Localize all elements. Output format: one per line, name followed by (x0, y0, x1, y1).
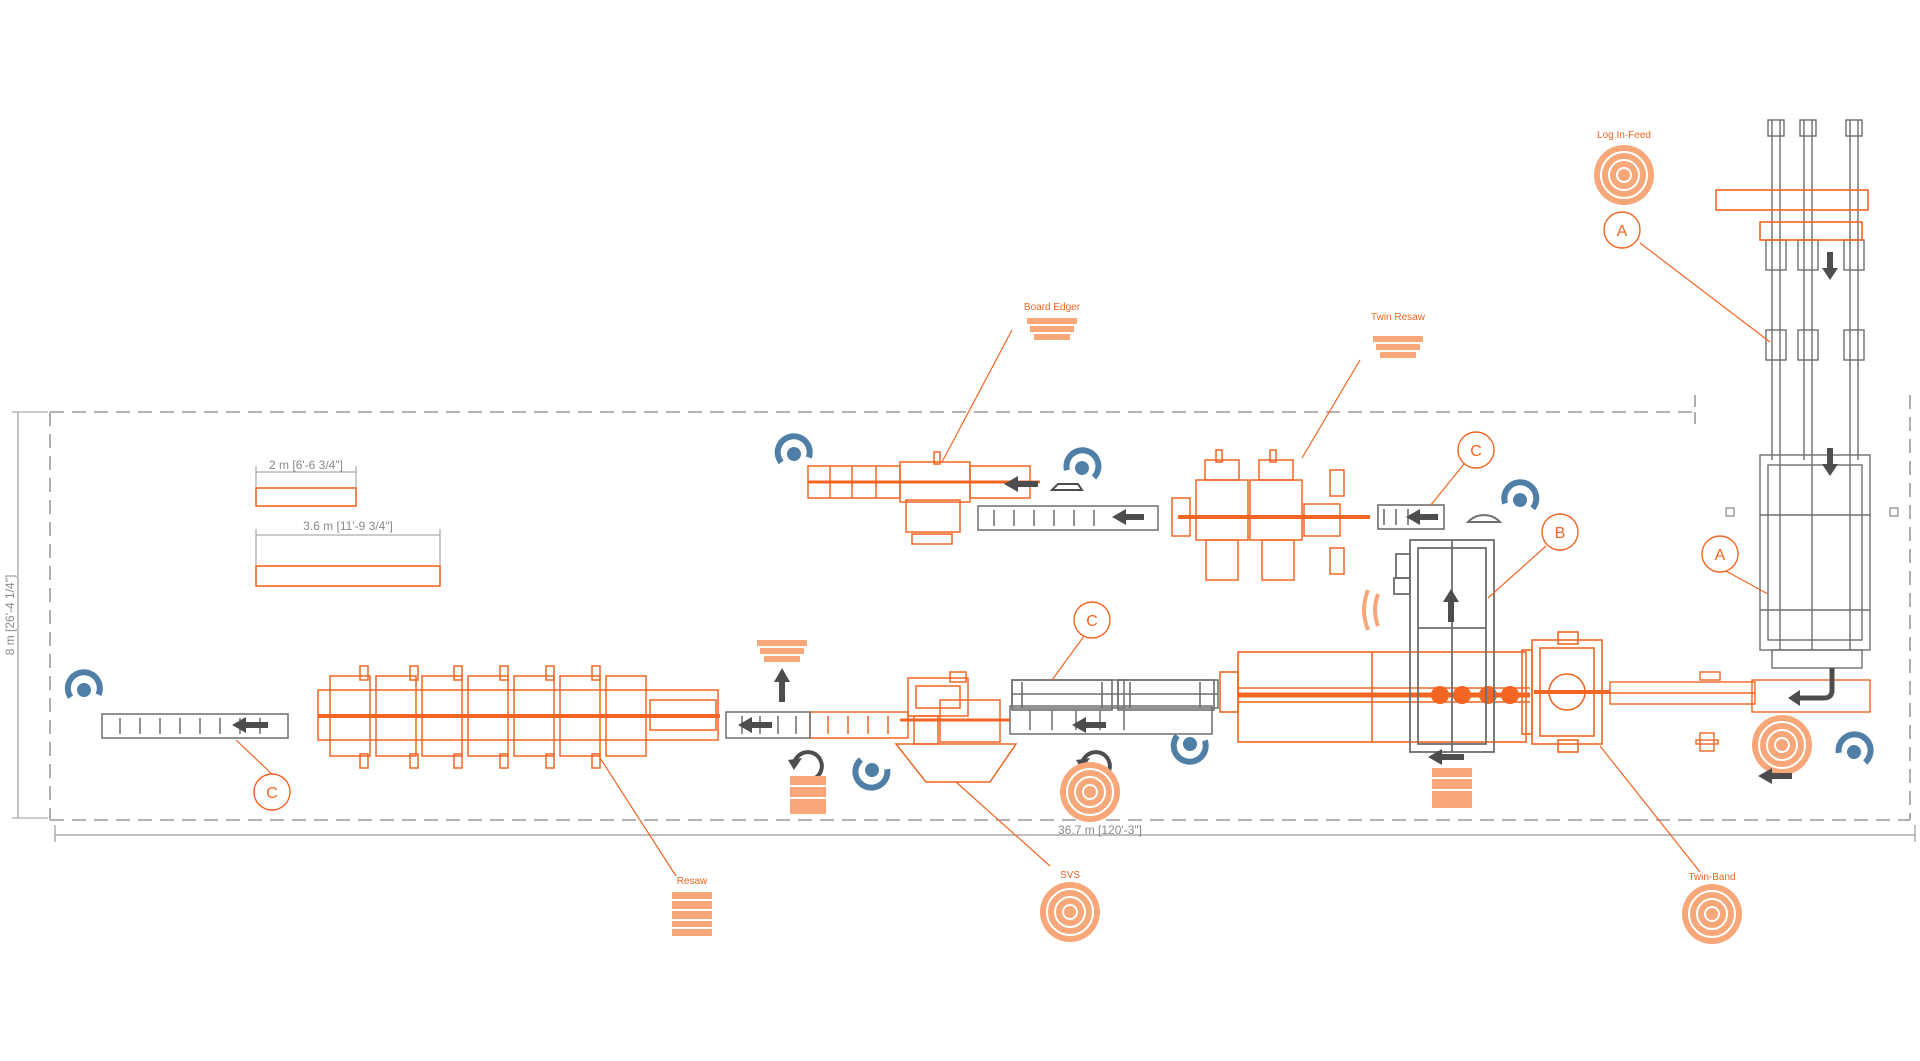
board-icon (1049, 483, 1084, 491)
up-arrow-icon (774, 668, 790, 702)
callout-a-lower: A (1701, 535, 1769, 595)
twin-resaw-infeed-conveyor (977, 505, 1159, 531)
twin-band-rolls (1431, 686, 1519, 704)
slab-stack (790, 776, 826, 814)
resaw-label: Resaw (677, 876, 708, 887)
rotate-icon (1503, 480, 1539, 510)
left-arrow-icon (1004, 476, 1038, 492)
turn-arrow-icon (1800, 668, 1835, 701)
small-clamp-icon (1695, 732, 1719, 752)
rotate-icon (1837, 730, 1876, 764)
left-arrow-icon (1112, 509, 1144, 525)
svg-text:C: C (266, 785, 278, 802)
overall-width-text: 8 m [26'-4 1/4"] (3, 575, 17, 656)
scale-bar-2m: 2 m [6'-6 3/4"] (255, 458, 357, 507)
rotate-icon (67, 671, 101, 698)
callout-b: B (1487, 513, 1579, 599)
left-arrow-icon (1406, 509, 1438, 525)
twin-band-leader: Twin-Band (1599, 745, 1743, 945)
overall-length-dimension: 36.7 m [120'-3"] (54, 823, 1916, 842)
callout-a-upper: A (1603, 211, 1771, 343)
svg-text:C: C (1086, 613, 1098, 630)
svg-text:B: B (1555, 525, 1566, 542)
log-in-feed-label-group: Log In-Feed (1593, 130, 1655, 206)
twin-band-label: Twin-Band (1688, 872, 1735, 883)
rotate-ccw-icon (788, 750, 824, 783)
left-arrow-icon (1428, 749, 1464, 765)
twin-resaw-machine (1171, 449, 1370, 581)
site-boundary (49, 395, 1911, 821)
cant-half-icon (1465, 514, 1503, 523)
svs-leader: SVS (955, 781, 1101, 943)
log-infeed-deck (1759, 119, 1871, 669)
infeed-marker-right (1889, 507, 1899, 517)
svg-text:A: A (1617, 223, 1628, 240)
left-arrow-head (1788, 690, 1800, 706)
callout-c-lower: C (235, 739, 291, 811)
callout-c-middle: C (1051, 601, 1111, 681)
log-end-svs (1059, 761, 1121, 823)
svg-text:C: C (1470, 443, 1482, 460)
callout-c-upper: C (1429, 431, 1495, 507)
rotate-icon (851, 758, 890, 792)
svs-gantry (1011, 679, 1215, 711)
left-arrow-icon (1758, 768, 1792, 784)
scale-2m-text: 2 m [6'-6 3/4"] (269, 458, 343, 472)
log-end-infeed (1751, 714, 1813, 776)
twin-resaw-label: Twin Resaw (1371, 312, 1426, 323)
svs-machine (894, 671, 1018, 783)
slab-stack (1432, 768, 1472, 808)
scale-36m-text: 3.6 m [11'-9 3/4"] (303, 519, 393, 533)
resaw-leader: Resaw (599, 757, 712, 936)
overall-width-dimension: 8 m [26'-4 1/4"] (3, 411, 48, 819)
down-arrow-icon (1822, 448, 1838, 476)
rotate-icon (1171, 734, 1207, 764)
twin-band-saw (1521, 631, 1610, 753)
resaw-machine (317, 665, 720, 769)
slab-icon (757, 640, 807, 662)
svs-outfeed-conveyor (809, 711, 909, 739)
log-in-feed-label: Log In-Feed (1597, 130, 1651, 141)
board-edger-label: Board Edger (1024, 302, 1081, 313)
svg-text:A: A (1715, 547, 1726, 564)
rotate-icon (775, 434, 811, 464)
left-arrow-icon (738, 717, 772, 733)
svs-infeed-conveyor (1009, 679, 1219, 735)
twin-resaw-leader: Twin Resaw (1301, 312, 1426, 459)
log-infeed-guides (1715, 189, 1869, 241)
rotate-icon (1065, 447, 1102, 479)
scale-bar-36m: 3.6 m [11'-9 3/4"] (255, 519, 441, 587)
left-arrow-icon (1072, 717, 1106, 733)
infeed-marker-left (1725, 507, 1735, 517)
resaw-board-stack (672, 892, 712, 936)
svs-label: SVS (1060, 870, 1080, 881)
down-arrow-icon (1822, 252, 1838, 280)
left-arrow-icon (232, 717, 268, 733)
overall-length-text: 36.7 m [120'-3"] (1058, 823, 1142, 837)
cant-icon (1362, 589, 1380, 631)
up-arrow-icon (1443, 589, 1459, 622)
board-edger-leader: Board Edger (941, 302, 1081, 463)
transfer-deck-b (1393, 539, 1495, 753)
